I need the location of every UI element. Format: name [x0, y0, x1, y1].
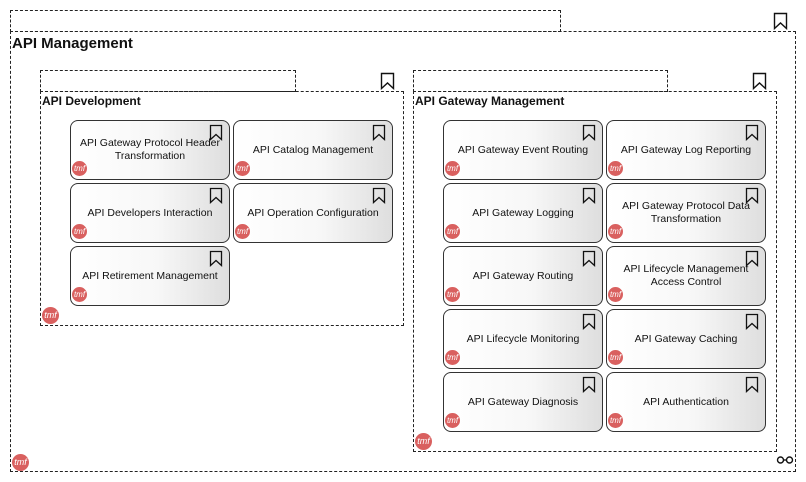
capability-label: API Developers Interaction	[87, 206, 213, 219]
capability-api-gateway-caching[interactable]: API Gateway Caching tmf	[606, 309, 766, 369]
tmf-badge: tmf	[608, 161, 623, 176]
capability-label: API Gateway Routing	[472, 269, 574, 282]
tmf-badge: tmf	[42, 307, 59, 324]
tmf-badge: tmf	[72, 287, 87, 302]
bookmark-icon	[745, 187, 759, 204]
capability-api-gateway-routing[interactable]: API Gateway Routing tmf	[443, 246, 603, 306]
chain-link-icon	[776, 456, 794, 464]
bookmark-icon	[380, 72, 395, 90]
capability-label: API Lifecycle Monitoring	[466, 332, 580, 345]
bookmark-icon	[582, 187, 596, 204]
tmf-badge: tmf	[608, 287, 623, 302]
capability-label: API Gateway Protocol Header Transformati…	[79, 137, 221, 162]
group-title-api-management: API Management	[12, 35, 133, 52]
group-api-development[interactable]	[40, 91, 404, 326]
capability-label: API Operation Configuration	[247, 206, 379, 219]
tmf-badge: tmf	[445, 413, 460, 428]
capability-api-gateway-diagnosis[interactable]: API Gateway Diagnosis tmf	[443, 372, 603, 432]
capability-api-lifecycle-monitoring[interactable]: API Lifecycle Monitoring tmf	[443, 309, 603, 369]
bookmark-icon	[745, 250, 759, 267]
group-api-management[interactable]	[10, 31, 796, 472]
capability-api-operation-configuration[interactable]: API Operation Configuration tmf	[233, 183, 393, 243]
group-title-api-development: API Development	[42, 94, 141, 108]
bookmark-icon	[209, 187, 223, 204]
tmf-badge: tmf	[608, 224, 623, 239]
capability-api-gateway-protocol-data-transformation[interactable]: API Gateway Protocol Data Transformation…	[606, 183, 766, 243]
bookmark-icon	[582, 250, 596, 267]
tmf-badge: tmf	[72, 224, 87, 239]
capability-label: API Gateway Caching	[634, 332, 738, 345]
capability-api-gateway-logging[interactable]: API Gateway Logging tmf	[443, 183, 603, 243]
group-title-api-gateway-management: API Gateway Management	[415, 94, 565, 108]
capability-label: API Gateway Log Reporting	[620, 143, 752, 156]
tmf-badge: tmf	[445, 161, 460, 176]
bookmark-icon	[582, 376, 596, 393]
tmf-badge: tmf	[235, 224, 250, 239]
tmf-badge: tmf	[12, 454, 29, 471]
capability-api-authentication[interactable]: API Authentication tmf	[606, 372, 766, 432]
group-tab-api-management	[10, 10, 561, 32]
tmf-badge: tmf	[415, 433, 432, 450]
bookmark-icon	[582, 124, 596, 141]
capability-api-gateway-log-reporting[interactable]: API Gateway Log Reporting tmf	[606, 120, 766, 180]
bookmark-icon	[209, 124, 223, 141]
bookmark-icon	[773, 12, 788, 30]
capability-label: API Gateway Logging	[472, 206, 574, 219]
bookmark-icon	[209, 250, 223, 267]
bookmark-icon	[582, 313, 596, 330]
tmf-badge: tmf	[445, 287, 460, 302]
capability-label: API Catalog Management	[252, 143, 374, 156]
bookmark-icon	[745, 313, 759, 330]
capability-api-gateway-protocol-header-transformation[interactable]: API Gateway Protocol Header Transformati…	[70, 120, 230, 180]
tmf-badge: tmf	[72, 161, 87, 176]
bookmark-icon	[372, 187, 386, 204]
capability-api-retirement-management[interactable]: API Retirement Management tmf	[70, 246, 230, 306]
tmf-badge: tmf	[445, 224, 460, 239]
capability-label: API Gateway Diagnosis	[467, 395, 579, 408]
bookmark-icon	[372, 124, 386, 141]
capability-label: API Retirement Management	[82, 269, 218, 282]
group-tab-api-gateway-management	[413, 70, 668, 92]
tmf-badge: tmf	[608, 350, 623, 365]
tmf-badge: tmf	[445, 350, 460, 365]
group-api-gateway-management[interactable]	[413, 91, 777, 452]
group-tab-api-development	[40, 70, 296, 92]
tmf-badge: tmf	[235, 161, 250, 176]
bookmark-icon	[745, 124, 759, 141]
bookmark-icon	[745, 376, 759, 393]
capability-api-gateway-event-routing[interactable]: API Gateway Event Routing tmf	[443, 120, 603, 180]
tmf-badge: tmf	[608, 413, 623, 428]
bookmark-icon	[752, 72, 767, 90]
capability-label: API Gateway Event Routing	[457, 143, 589, 156]
capability-label: API Authentication	[643, 395, 729, 408]
capability-label: API Gateway Protocol Data Transformation	[622, 200, 750, 225]
capability-label: API Lifecycle Management Access Control	[623, 263, 749, 288]
